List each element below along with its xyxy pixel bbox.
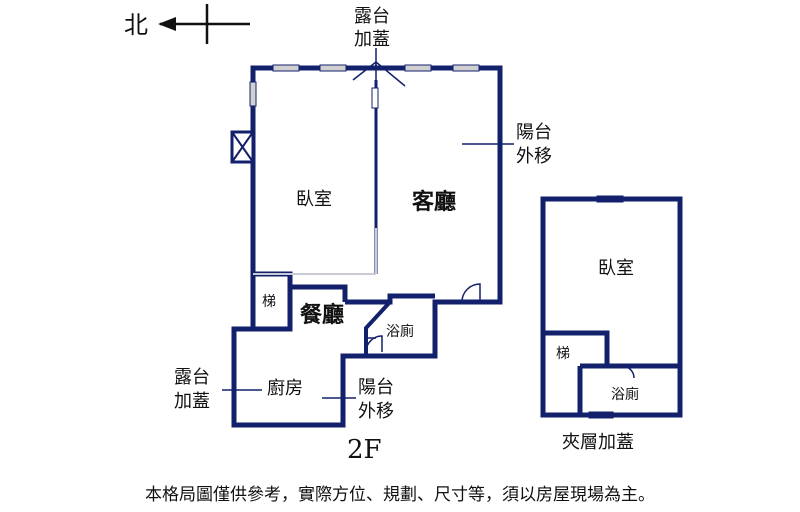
mezz-stairs-label: 梯 (556, 346, 570, 362)
north-arrow (158, 4, 250, 44)
mezz-bedroom-label: 臥室 (598, 258, 634, 279)
living-room-label: 客廳 (412, 189, 456, 215)
door-swings (365, 283, 481, 353)
interior-door (371, 87, 379, 109)
mezzanine-walls (540, 196, 683, 418)
right-note-line1: 陽台 (516, 122, 552, 143)
bottom-note-line2: 外移 (358, 401, 394, 422)
main-floor-walls (231, 65, 503, 428)
disclaimer-text: 本格局圖僅供參考，實際方位、規劃、尺寸等，須以房屋現場為主。 (145, 485, 655, 505)
top-note-line2: 加蓋 (354, 29, 390, 50)
annotation-lines (222, 48, 514, 399)
main-stairs-label: 梯 (262, 294, 276, 310)
top-note-line1: 露台 (354, 6, 390, 27)
main-bathroom-walls (364, 300, 392, 356)
left-note-line1: 露台 (174, 367, 210, 388)
left-note-line2: 加蓋 (174, 391, 210, 412)
main-bedroom-label: 臥室 (296, 189, 332, 210)
windows (249, 64, 624, 419)
floor-label: 2F (347, 435, 382, 465)
mezz-bathroom-label: 浴廁 (611, 386, 639, 403)
main-bathroom-label: 浴廁 (386, 323, 414, 340)
mezzanine-caption: 夾層加蓋 (562, 432, 634, 453)
vent-box-icon (230, 130, 255, 164)
dining-room-label: 餐廳 (300, 302, 344, 328)
right-note-line2: 外移 (516, 146, 552, 167)
bottom-note-line1: 陽台 (358, 377, 394, 398)
kitchen-label: 廚房 (267, 377, 303, 399)
north-arrow-icon (158, 17, 176, 31)
floor-plan: 北 (124, 4, 683, 465)
compass-label: 北 (124, 11, 148, 39)
